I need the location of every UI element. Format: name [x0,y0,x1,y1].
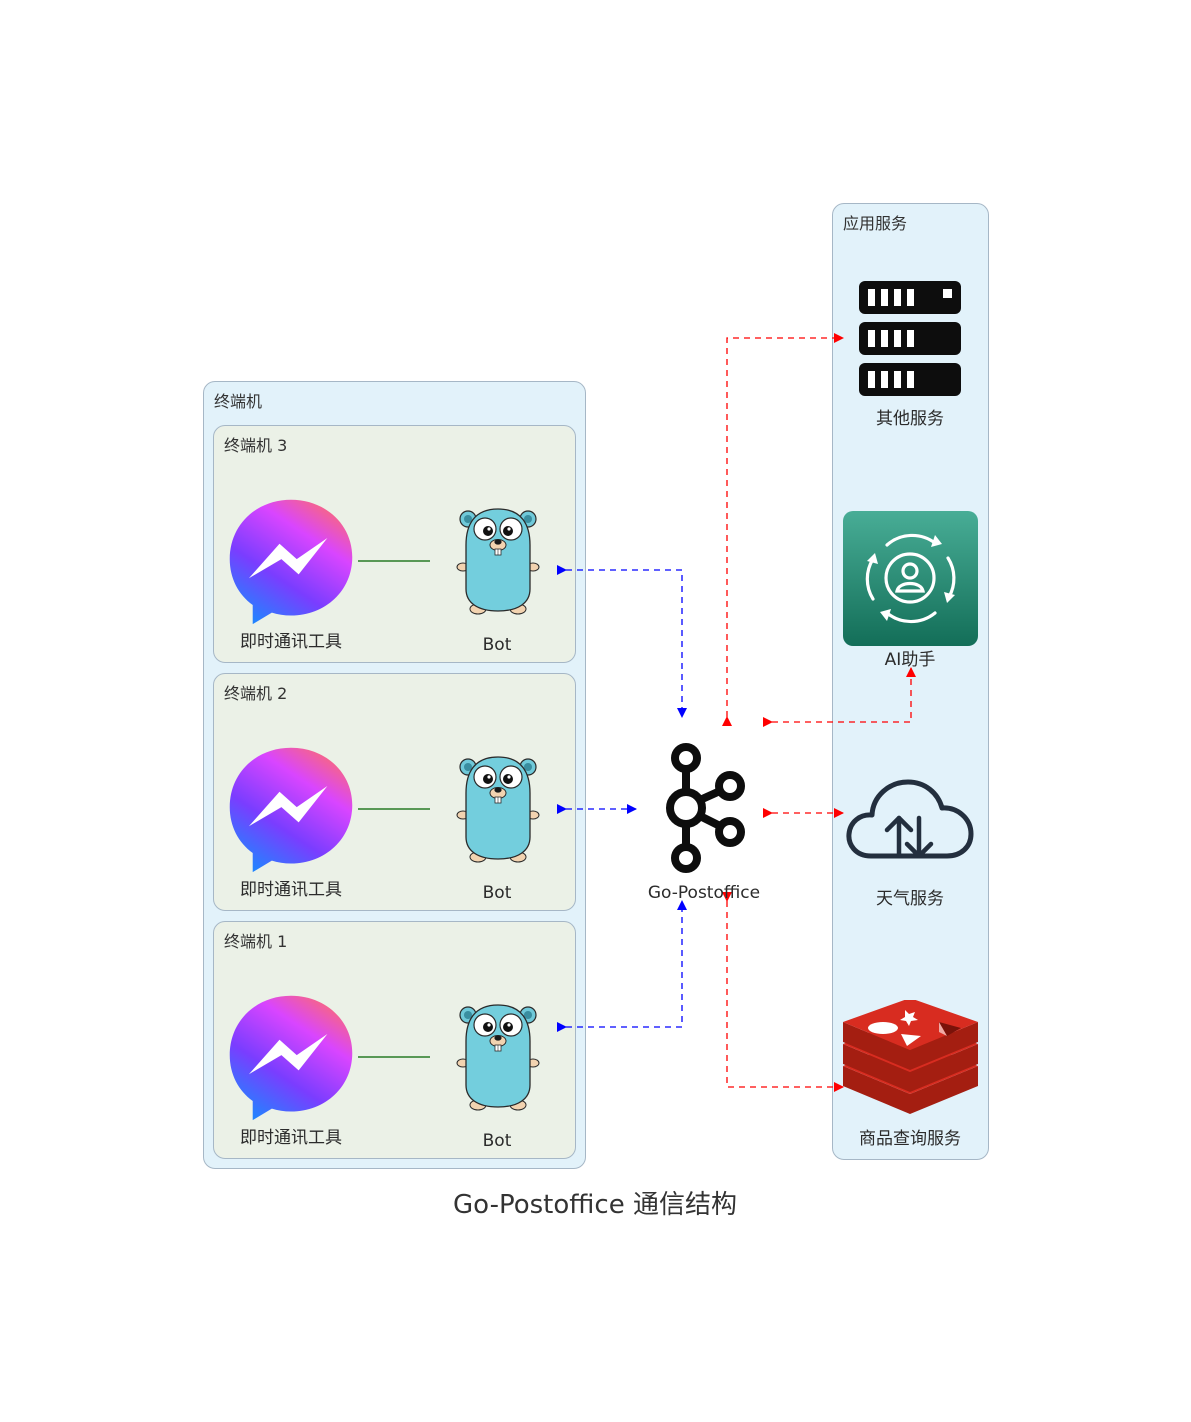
edge-hub-other [722,333,844,726]
service-other-label: 其他服务 [876,409,944,429]
gopher-icon[interactable] [456,1001,540,1113]
diagram-title: Go-Postoffice 通信结构 [453,1190,737,1220]
redis-icon[interactable] [843,1000,978,1118]
bot-label-1: Bot [482,1131,512,1151]
bot-label-2: Bot [482,883,512,903]
messenger-icon[interactable] [224,742,358,876]
im-label-1: 即时通讯工具 [240,1128,342,1148]
service-product-label: 商品查询服务 [859,1129,961,1149]
gopher-icon[interactable] [456,753,540,865]
kafka-icon[interactable] [660,740,750,880]
edge-bot3-hub [557,565,687,718]
service-ai-label: AI助手 [884,650,936,670]
gopher-icon[interactable] [456,505,540,617]
cloud-sync-icon[interactable] [845,776,975,862]
service-weather-label: 天气服务 [876,889,944,909]
im-label-3: 即时通讯工具 [240,632,342,652]
terminal3-cluster-label: 终端机 3 [224,436,288,455]
services-cluster-label: 应用服务 [843,214,908,233]
im-label-2: 即时通讯工具 [240,880,342,900]
messenger-icon[interactable] [224,494,358,628]
terminal1-cluster-label: 终端机 1 [224,932,288,951]
server-rack-icon[interactable] [859,279,961,399]
edge-bot1-hub [557,900,687,1032]
ai-assistant-icon[interactable] [843,511,978,646]
terminal2-cluster-label: 终端机 2 [224,684,288,703]
edge-hub-ai [763,667,916,727]
bot-label-3: Bot [482,635,512,655]
edge-hub-product [722,892,844,1092]
terminals-cluster-label: 终端机 [214,392,263,411]
hub-label: Go-Postoffice [647,883,761,903]
messenger-icon[interactable] [224,990,358,1124]
